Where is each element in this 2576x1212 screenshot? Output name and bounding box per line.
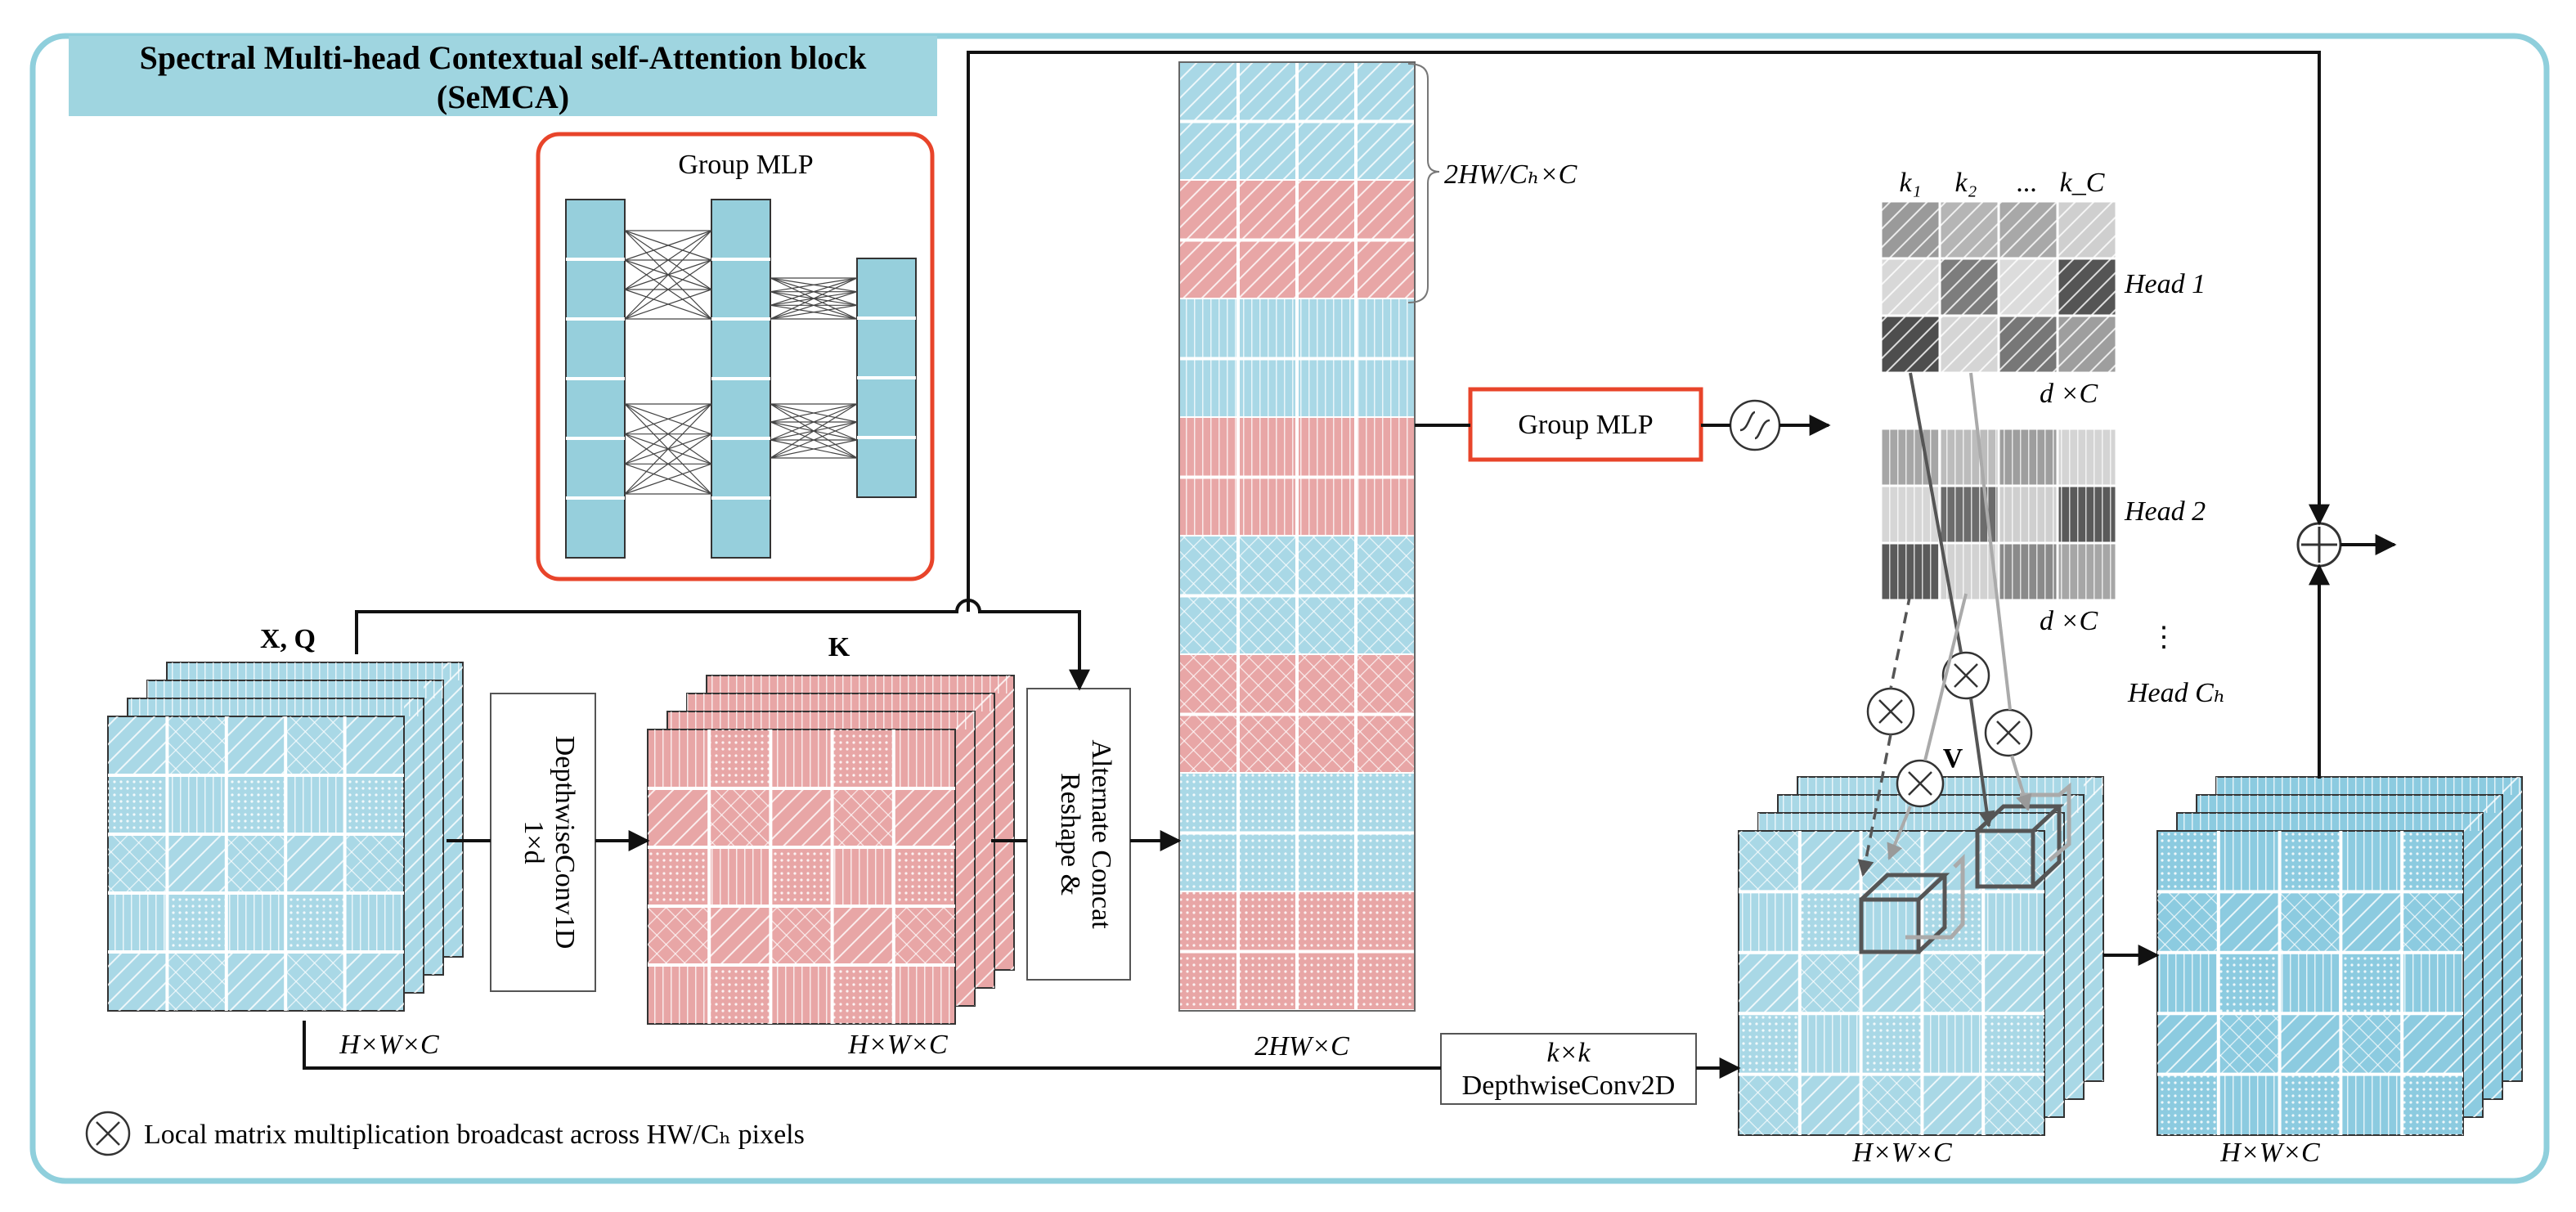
kernel-cell [1881,201,1940,258]
concat-segment [1179,892,1415,1012]
kernel-header-dots: ... [2016,168,2037,198]
kernel-cell [1940,429,1999,486]
head1-kernel-grid [1879,200,2118,375]
reshape-line2: Alternate Concat [1086,739,1116,929]
input-dims: H×W×C [339,1030,439,1060]
kernel-header-k2: k₂ [1955,168,1977,198]
kernel-header-kc: k_C [2060,168,2105,198]
concat-brace [1407,63,1440,303]
output-tensor [2156,776,2523,1136]
head1-label: Head 1 [2124,269,2206,299]
depthwise-conv2d-line2: DepthwiseConv2D [1462,1071,1676,1101]
kernel-cell [2058,486,2116,543]
kernel-cell [2058,316,2116,373]
mlp-layer-bar [565,199,626,559]
kernel-cell [1999,316,2058,373]
value-dims: H×W×C [1851,1138,1952,1168]
depthwise-conv2d-block: k×k DepthwiseConv2D [1440,1033,1697,1105]
local-cube-1 [1859,873,1950,954]
concat-segment [1179,181,1415,301]
kernel-cell [2058,201,2116,258]
connectors [303,51,2397,1079]
key-label: K [828,632,850,662]
concat-segment [1179,774,1415,894]
depthwise-conv1d-line1: 1×d [518,820,549,864]
concat-brace-label: 2HW/Cₕ×C [1444,159,1577,190]
add-node [2296,522,2342,568]
concat-segment [1179,655,1415,775]
multiply-icon [1866,687,1915,736]
concat-segment [1179,62,1415,182]
legend-multiply-icon [85,1111,131,1156]
reshape-line1: Reshape & [1055,773,1085,896]
input-tensor-xq [107,662,464,1012]
head2-label: Head 2 [2124,496,2206,527]
kernel-cell [1999,258,2058,316]
key-tensor-layer [647,729,956,1025]
kernel-cell [1999,429,2058,486]
kernel-cell [2058,258,2116,316]
value-label: V [1943,743,1963,774]
head2-kernel-grid [1879,427,2118,602]
depthwise-conv1d-block: 1×d DepthwiseConv1D [490,693,596,992]
head2-dims: d ×C [2040,606,2098,636]
kernel-cell [2058,429,2116,486]
output-dims: H×W×C [2219,1138,2320,1168]
kernel-cell [1940,316,1999,373]
head-ch-label: Head Cₕ [2127,678,2226,708]
title-line-2: (SeMCA) [437,79,569,115]
input-tensor-layer [107,716,405,1012]
kernel-cell [2058,543,2116,600]
group-mlp-panel-label: Group MLP [678,150,813,180]
legend-text: Local matrix multiplication broadcast ac… [144,1120,805,1150]
legend: Local matrix multiplication broadcast ac… [85,1111,805,1156]
value-tensor-layer [1738,830,2045,1136]
key-dims: H×W×C [847,1030,948,1060]
group-mlp-box-label: Group MLP [1518,410,1653,440]
head1-dims: d ×C [2040,379,2098,409]
kernel-cell [1881,429,1940,486]
group-mlp-panel: Group MLP [536,132,935,581]
kernel-cell [1999,201,2058,258]
kernel-cell [1881,316,1940,373]
mlp-network [565,199,917,559]
sigmoid-icon [1729,399,1781,451]
kernel-header-k1: k₁ [1900,168,1922,198]
mlp-layer-bar [856,258,917,498]
input-label: X, Q [260,624,316,654]
multiply-icon [1896,759,1945,808]
local-cube-3 [1905,782,2071,940]
concat-column [1178,61,1416,1012]
group-mlp-box [1468,387,1703,462]
kernel-cell [1881,258,1940,316]
value-tensor-v [1738,776,2104,1136]
kernel-cell [1940,258,1999,316]
concat-segment [1179,299,1415,420]
kernel-cell [1999,486,2058,543]
depthwise-conv2d-line1: k×k [1546,1038,1591,1068]
concat-dims: 2HW×C [1254,1031,1349,1062]
kernel-cell [1881,486,1940,543]
multiply-icon [1941,651,1990,700]
concat-segment [1179,418,1415,538]
mlp-layer-bar [711,199,771,559]
multiplication-circles [1866,651,2033,808]
multiply-icon [1984,708,2033,757]
head-ch-dots: ⋮ [2150,622,2178,653]
key-tensor-k [647,675,1015,1025]
kernel-headers: k₁ k₂ ... k_C [1900,168,2105,198]
kernel-cell [1881,543,1940,600]
reshape-concat-block: Reshape & Alternate Concat [1026,688,1131,981]
title-line-1: Spectral Multi-head Contextual self-Atte… [140,39,868,76]
kernel-cell [1999,543,2058,600]
title-banner [69,36,937,116]
depthwise-conv1d-line2: DepthwiseConv1D [550,736,580,949]
concat-segment [1179,536,1415,657]
kernel-cell [1940,201,1999,258]
outer-frame [29,33,2550,1184]
output-tensor-layer [2156,830,2464,1136]
